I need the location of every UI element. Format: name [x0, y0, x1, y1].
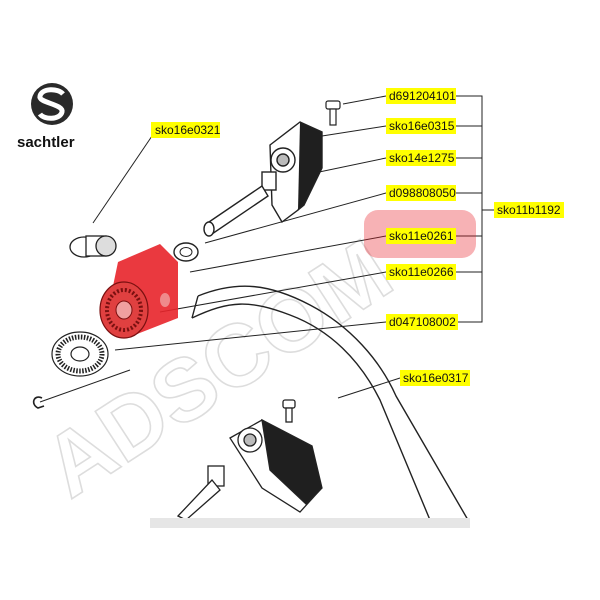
leader-lines	[39, 95, 494, 403]
e-clip	[32, 396, 45, 409]
part-label-6-text: sko11e0266	[389, 265, 454, 279]
part-label-1: d691204101	[386, 88, 456, 104]
brand-name: sachtler	[17, 134, 75, 151]
highlighted-gear-part	[99, 244, 178, 339]
part-label-8-text: sko16e0317	[403, 371, 469, 385]
part-label-4-text: d098808050	[389, 186, 456, 200]
part-label-4: d098808050	[386, 185, 456, 201]
small-gear	[51, 331, 109, 377]
part-label-6: sko11e0266	[386, 264, 456, 280]
sachtler-s-logo-icon	[31, 83, 73, 125]
lower-lever-assembly	[176, 399, 323, 521]
screw-top	[325, 100, 341, 126]
assembly-label-text: sko11b1192	[497, 203, 561, 217]
part-label-2-text: sko16e0315	[389, 119, 455, 133]
part-label-1-text: d691204101	[389, 89, 456, 103]
part-label-5-highlighted: sko11e0261	[364, 210, 476, 258]
knob-plug	[69, 235, 117, 258]
part-label-left-text: sko16e0321	[155, 123, 221, 137]
sachtler-logo: sachtler	[17, 83, 75, 151]
part-label-8: sko16e0317	[400, 370, 470, 386]
part-label-2: sko16e0315	[386, 118, 456, 134]
part-label-7: d047108002	[386, 314, 458, 330]
curved-tube	[191, 285, 469, 521]
washer	[173, 242, 199, 262]
assembly-label: sko11b1192	[494, 202, 564, 218]
part-label-7-text: d047108002	[389, 315, 456, 329]
part-label-left: sko16e0321	[151, 122, 221, 138]
part-label-3-text: sko14e1275	[389, 151, 455, 165]
bottom-shadow-bar	[150, 518, 470, 528]
part-label-3: sko14e1275	[386, 150, 456, 166]
part-label-5-text: sko11e0261	[389, 229, 454, 243]
lever-arm	[203, 121, 323, 237]
